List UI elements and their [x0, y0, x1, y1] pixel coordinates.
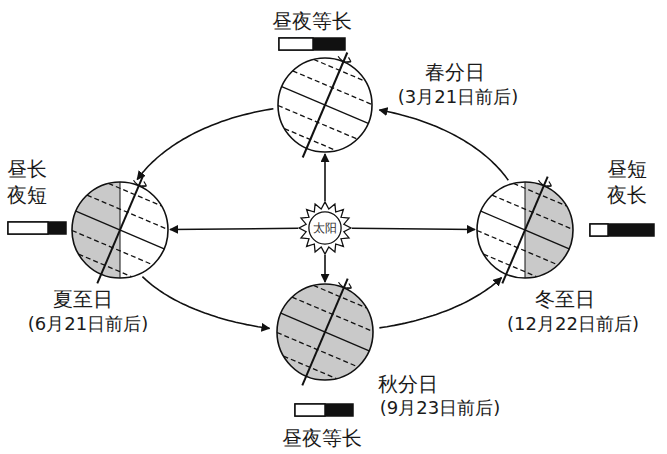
arrow-connector [324, 255, 326, 282]
day-night-bar [590, 224, 654, 236]
sun-node: 太阳 [299, 202, 351, 254]
day-part [279, 38, 313, 50]
day-night-bar [295, 404, 353, 416]
arrow-connector [379, 110, 508, 180]
node-title: 冬至日 [535, 287, 595, 311]
node-title: 太阳 [313, 221, 337, 235]
day-night-bar [8, 222, 66, 234]
date-text: (3月21日前后) [398, 86, 518, 108]
earth-globe [278, 58, 372, 152]
arrow-connector [379, 278, 501, 328]
day-night-label: 昼夜等长 [272, 9, 352, 33]
earth-globe [477, 182, 573, 278]
earth-node: 春分日(3月21日前后) [278, 58, 372, 152]
arrow-connector [170, 228, 298, 229]
day-part [8, 222, 48, 234]
date-text: (6月21日前后) [28, 313, 148, 335]
date-text: (9月23日前后) [380, 397, 500, 419]
day-night-label: 昼短夜长 [607, 156, 648, 208]
arrow-connector [352, 228, 475, 229]
day-night-bar [279, 38, 345, 50]
arrow-connector [137, 109, 273, 180]
date-text: (12月22日前后) [507, 313, 639, 335]
earth-globe [277, 284, 373, 380]
node-title: 夏至日 [53, 287, 113, 311]
day-part [590, 224, 608, 236]
earth-node: 秋分日(9月23日前后) [277, 284, 373, 380]
day-night-label: 昼夜等长 [282, 426, 362, 450]
earth-node: 夏至日(6月21日前后) [72, 182, 168, 278]
day-part [295, 404, 325, 416]
node-title: 秋分日 [378, 372, 438, 396]
earth-node: 冬至日(12月22日前后) [477, 182, 573, 278]
earth-globe [72, 182, 168, 278]
day-night-label: 昼长夜短 [7, 156, 48, 208]
arrow-connector [142, 277, 269, 329]
node-title: 春分日 [425, 60, 485, 84]
arrow-connector [324, 154, 326, 201]
